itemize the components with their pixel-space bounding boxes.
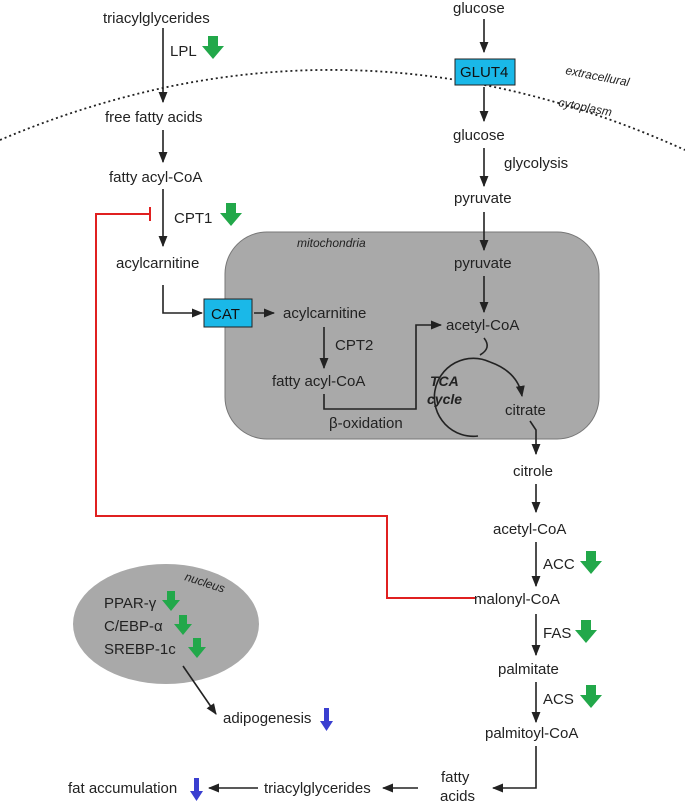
label-srebp-1c: SREBP-1c <box>104 641 176 658</box>
arrow-acylcarnitine-to-cat <box>162 285 204 318</box>
arrow-palmitoylcoa-to-fatty-acids <box>491 746 537 793</box>
label-palmitoyl-coa: palmitoyl-CoA <box>485 725 578 742</box>
arrow-beta-oxidation <box>323 320 443 410</box>
label-acylcarnitine-1: acylcarnitine <box>116 255 199 272</box>
down-arrows-green <box>162 36 602 708</box>
acs-down-icon <box>580 685 602 708</box>
label-beta-oxidation: β-oxidation <box>329 415 403 432</box>
label-acs: ACS <box>543 691 574 708</box>
label-palmitate: palmitate <box>498 661 559 678</box>
label-pyruvate-2: pyruvate <box>454 255 512 272</box>
cell-membrane <box>0 69 685 151</box>
label-acc: ACC <box>543 556 575 573</box>
mitochondria-compartment <box>224 231 600 440</box>
cebpa-down-icon <box>174 615 192 635</box>
label-triacylglycerides-top: triacylglycerides <box>103 10 210 27</box>
label-acylcarnitine-2: acylcarnitine <box>283 305 366 322</box>
malonyl-coa-inhibition-line <box>95 213 475 599</box>
label-citrole: citrole <box>513 463 553 480</box>
srebp-down-icon <box>188 638 206 658</box>
label-pyruvate-1: pyruvate <box>454 190 512 207</box>
nucleus-compartment <box>73 564 259 684</box>
label-cpt2: CPT2 <box>335 337 373 354</box>
tca-cycle-to-citrate <box>489 361 525 398</box>
label-lpl: LPL <box>170 43 197 60</box>
label-mitochondria: mitochondria <box>297 236 366 250</box>
fat-accumulation-down-icon <box>190 778 203 801</box>
label-fat-accumulation: fat accumulation <box>68 780 177 797</box>
label-tca: TCA <box>430 373 459 389</box>
label-acetyl-coa-2: acetyl-CoA <box>493 521 566 538</box>
tca-cycle-circle <box>433 357 491 438</box>
label-acetyl-coa-1: acetyl-CoA <box>446 317 519 334</box>
label-cycle: cycle <box>427 391 462 407</box>
glut4-box <box>454 58 516 86</box>
label-citrate: citrate <box>505 402 546 419</box>
label-cytoplasm: cytoplasm <box>557 95 613 119</box>
label-cpt1: CPT1 <box>174 210 212 227</box>
label-malonyl-coa: malonyl-CoA <box>474 591 560 608</box>
label-glut4: GLUT4 <box>460 64 508 81</box>
label-glycolysis: glycolysis <box>504 155 568 172</box>
cpt1-down-icon <box>220 203 242 226</box>
label-fatty-acyl-coa-2: fatty acyl-CoA <box>272 373 365 390</box>
label-fas: FAS <box>543 625 571 642</box>
cat-box <box>203 298 253 328</box>
down-arrows-blue <box>190 708 333 801</box>
arrow-acetylcoa-into-tca <box>479 337 488 356</box>
label-cebp-alpha: C/EBP-α <box>104 618 163 635</box>
arrow-nucleus-to-adipogenesis <box>182 665 217 715</box>
fas-down-icon <box>575 620 597 643</box>
label-free-fatty-acids: free fatty acids <box>105 109 203 126</box>
label-cat: CAT <box>211 306 240 323</box>
label-fatty: fatty <box>441 769 470 786</box>
arrow-citrate-to-citrole <box>529 420 541 456</box>
acc-down-icon <box>580 551 602 574</box>
label-fatty-acyl-coa-1: fatty acyl-CoA <box>109 169 202 186</box>
label-triacylglycerides-bottom: triacylglycerides <box>264 780 371 797</box>
label-adipogenesis: adipogenesis <box>223 710 311 727</box>
label-acids: acids <box>440 788 475 805</box>
label-extracellular: extracellural <box>564 63 631 89</box>
pparg-down-icon <box>162 591 180 611</box>
label-ppar-gamma: PPAR-γ <box>104 595 157 612</box>
lpl-down-icon <box>202 36 224 59</box>
label-glucose-1: glucose <box>453 0 505 17</box>
adipogenesis-down-icon <box>320 708 333 731</box>
label-glucose-2: glucose <box>453 127 505 144</box>
